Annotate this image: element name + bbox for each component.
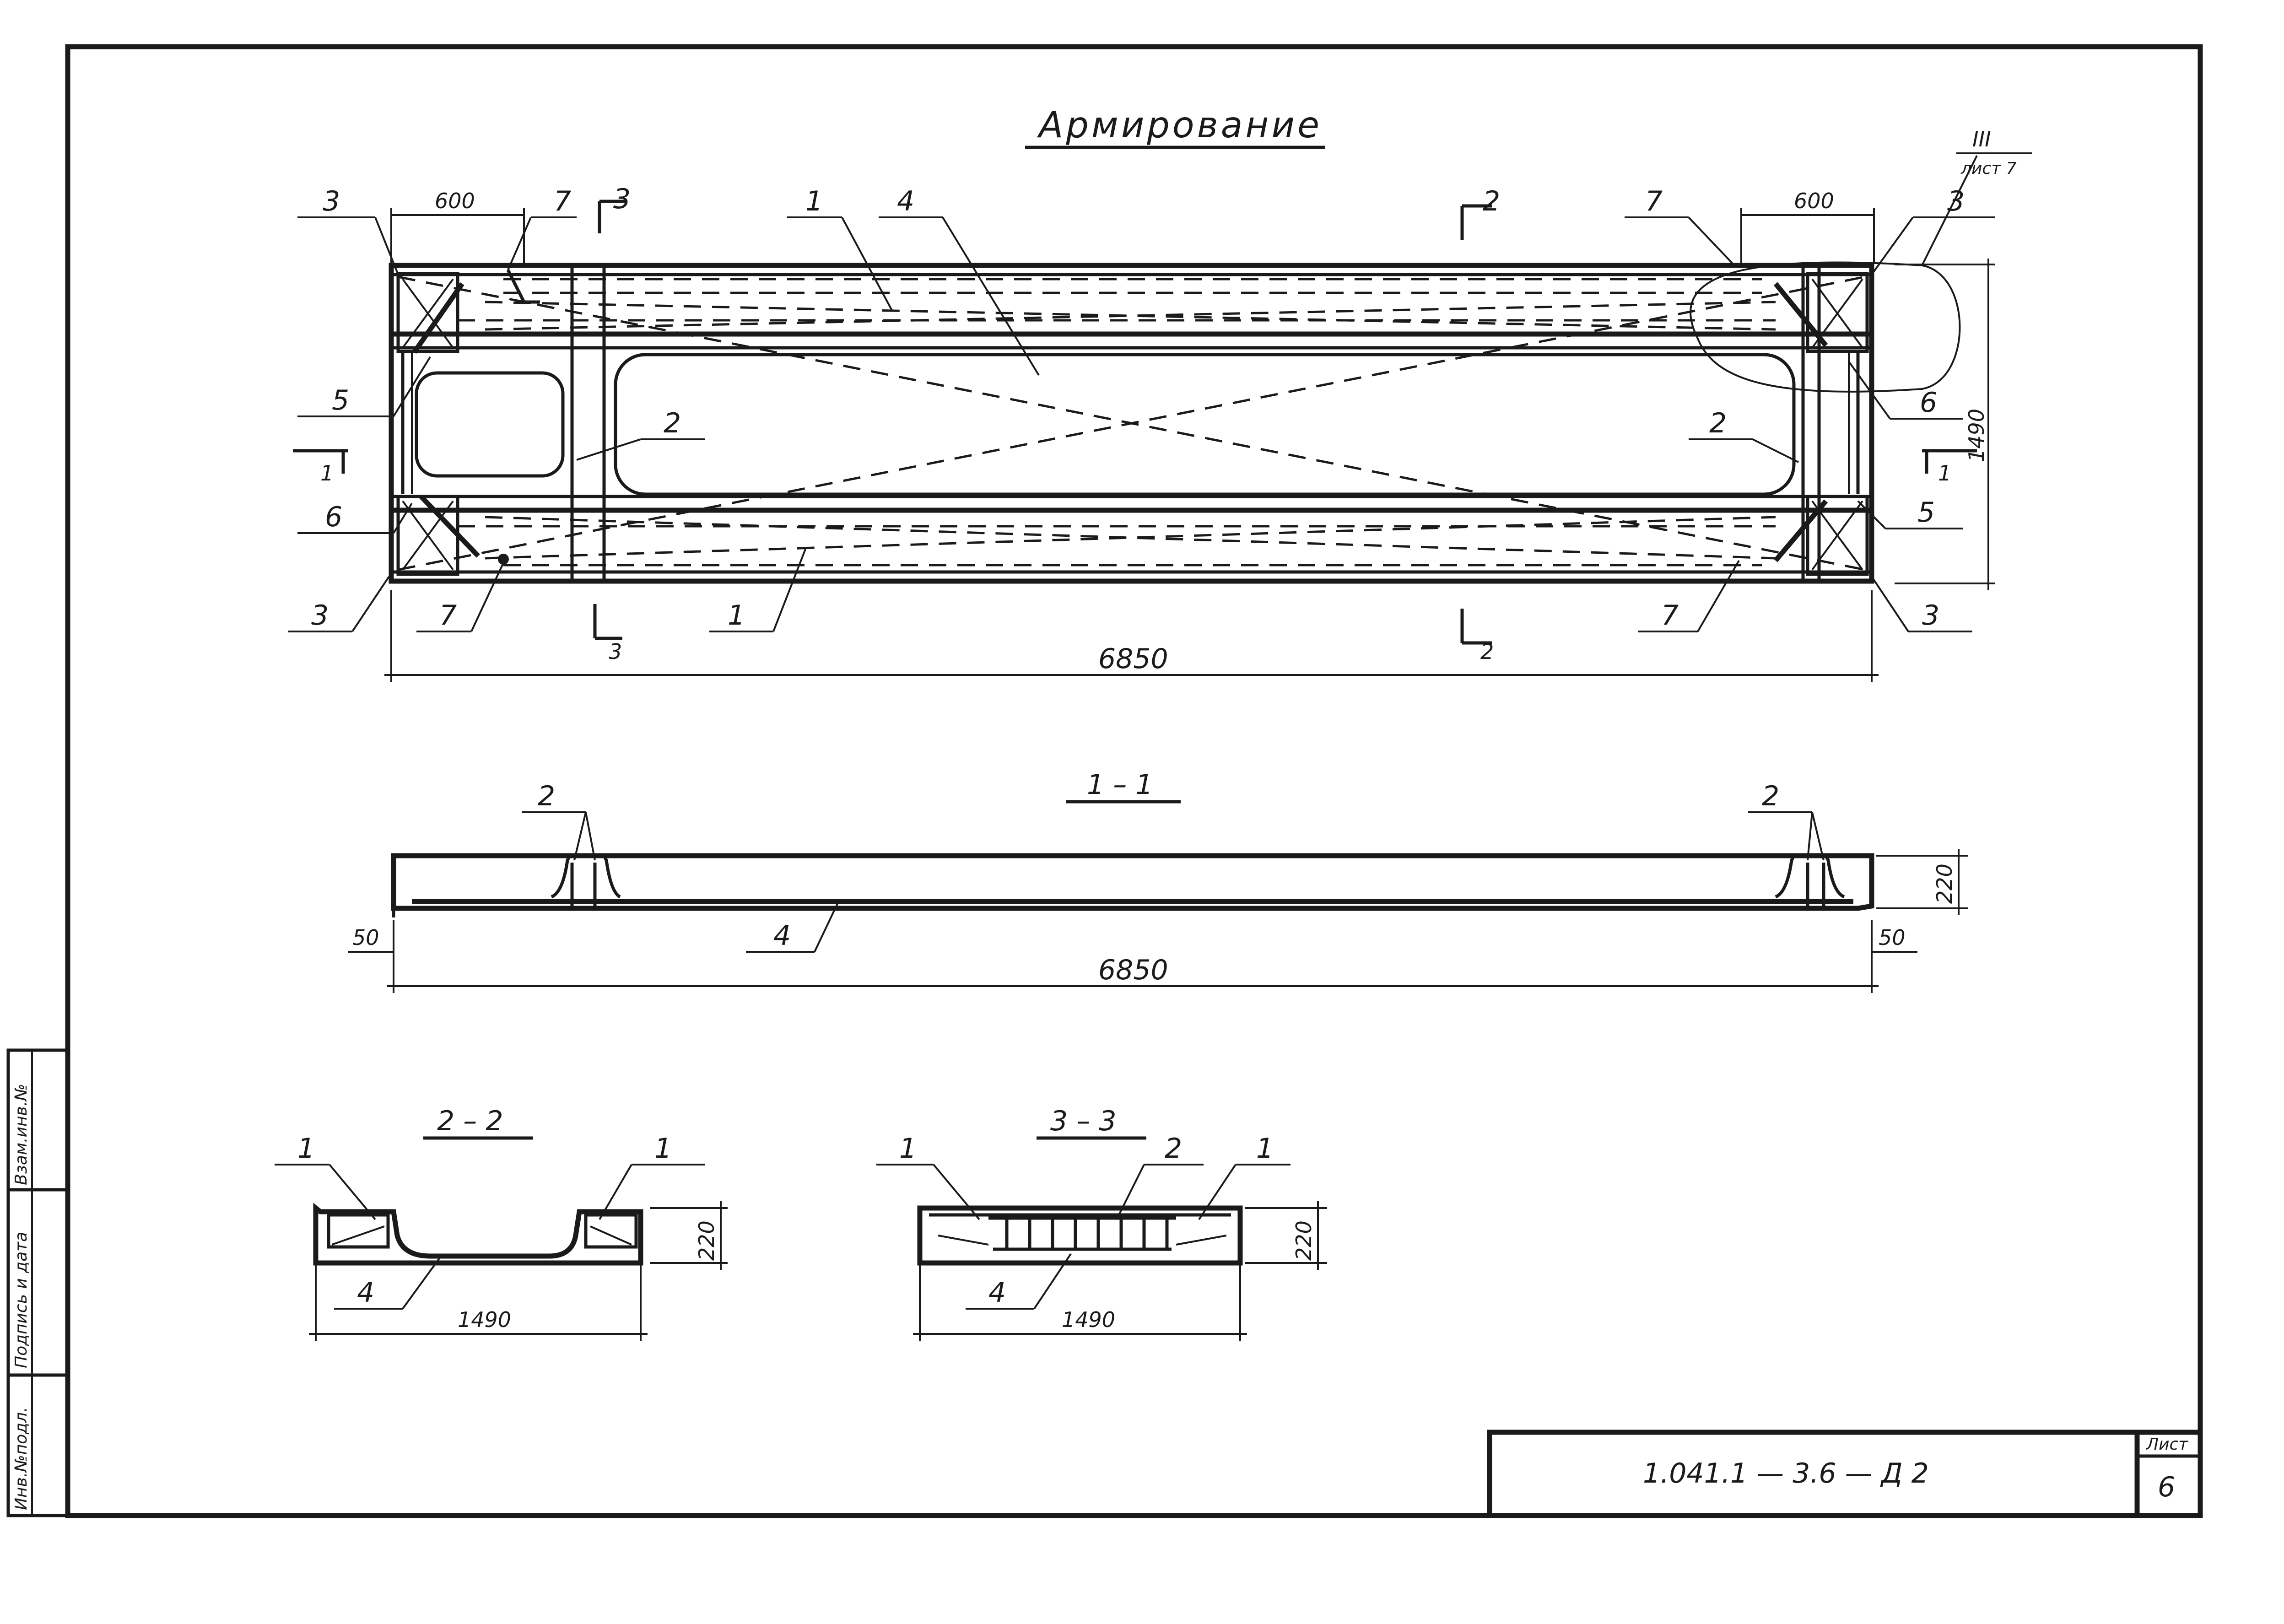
callout-sheet-ref: лист 7 bbox=[1960, 159, 2017, 178]
title-text: Армирование bbox=[1037, 105, 1322, 146]
pos-6-right: 6 bbox=[1920, 387, 1937, 419]
s33-pos-4: 4 bbox=[988, 1277, 1006, 1309]
pos-2-right: 2 bbox=[1709, 407, 1727, 439]
plan-dimensions: 6850 600 600 1490 bbox=[384, 189, 1995, 682]
pos-7-top-right: 7 bbox=[1645, 185, 1663, 217]
s22-pos-1-right: 1 bbox=[654, 1133, 672, 1165]
pos-6-left: 6 bbox=[325, 501, 342, 533]
s33-height-dim: 220 bbox=[1291, 1220, 1316, 1261]
section-1-1: 1 – 1 6850 220 50 50 2 2 4 bbox=[348, 769, 1968, 993]
section-2-2-title: 2 – 2 bbox=[437, 1105, 503, 1137]
s11-height-dim: 220 bbox=[1932, 863, 1957, 904]
side-stamp: Взам.инв.№ Подпись и дата Инв.№подл. bbox=[6, 1048, 70, 1517]
pos-1-bottom: 1 bbox=[728, 599, 745, 631]
pos-3-bottom-left: 3 bbox=[311, 599, 329, 631]
stamp-replace-no: Взам.инв.№ bbox=[12, 1084, 31, 1185]
section-3-3: 3 – 3 1490 220 1 2 1 4 bbox=[876, 1105, 1327, 1341]
title-block-sheet-no: 6 bbox=[2158, 1471, 2175, 1503]
pos-1-top: 1 bbox=[805, 185, 823, 217]
s22-height-dim: 220 bbox=[694, 1220, 719, 1261]
plan-length-dim: 6850 bbox=[1098, 643, 1168, 675]
s33-pos-1-right: 1 bbox=[1256, 1133, 1274, 1165]
s22-pos-4: 4 bbox=[357, 1277, 374, 1309]
plan-view bbox=[389, 261, 1961, 584]
pos-3-bottom-right: 3 bbox=[1922, 599, 1939, 631]
s11-pos-4: 4 bbox=[773, 920, 791, 952]
pos-7-top-left: 7 bbox=[554, 185, 571, 217]
pos-2-left: 2 bbox=[664, 407, 681, 439]
pos-7-bottom-right: 7 bbox=[1661, 599, 1679, 631]
plan-width-dim: 1490 bbox=[1964, 409, 1989, 462]
pos-7-bottom-left: 7 bbox=[439, 599, 457, 631]
callout-detail-no: III bbox=[1972, 127, 1991, 151]
title-block: 1.041.1 — 3.6 — Д 2 Лист 6 bbox=[1487, 1430, 2203, 1518]
s22-width-dim: 1490 bbox=[458, 1307, 511, 1332]
s11-length-dim: 6850 bbox=[1098, 954, 1168, 986]
plan-endzone-right-dim: 600 bbox=[1794, 189, 1834, 213]
sheet-frame bbox=[65, 44, 2203, 1518]
section-2-2: 2 – 2 1490 220 1 1 4 bbox=[275, 1105, 728, 1341]
pos-5-left: 5 bbox=[332, 384, 349, 416]
pos-5-right: 5 bbox=[1917, 496, 1935, 529]
cut-3-top: 3 bbox=[613, 183, 631, 215]
pos-4-top: 4 bbox=[897, 185, 914, 217]
cut-1-left: 1 bbox=[320, 461, 334, 486]
s33-pos-2: 2 bbox=[1165, 1133, 1182, 1165]
s11-edge-right: 50 bbox=[1879, 925, 1906, 950]
s33-pos-1-left: 1 bbox=[899, 1133, 917, 1165]
s22-pos-1-left: 1 bbox=[297, 1133, 315, 1165]
section-3-3-title: 3 – 3 bbox=[1050, 1105, 1117, 1137]
cut-2-top: 2 bbox=[1483, 185, 1500, 217]
cut-3-bottom: 3 bbox=[609, 639, 622, 664]
detail-callout: III лист 7 bbox=[1921, 127, 2032, 266]
s11-pos-2-left: 2 bbox=[538, 780, 555, 812]
cut-1-right: 1 bbox=[1938, 461, 1951, 486]
cut-2-bottom: 2 bbox=[1480, 639, 1494, 664]
plan-section-marks: 3 3 2 2 1 1 bbox=[293, 183, 1977, 664]
title-block-sheet-label: Лист bbox=[2145, 1435, 2188, 1454]
plan-position-marks: 3 7 1 4 7 3 5 2 6 2 6 5 3 7 1 7 3 bbox=[288, 185, 1995, 632]
plan-endzone-left-dim: 600 bbox=[435, 189, 475, 213]
s33-width-dim: 1490 bbox=[1062, 1307, 1115, 1332]
s11-edge-left: 50 bbox=[352, 925, 379, 950]
drawing-title: Армирование bbox=[1025, 105, 1325, 149]
section-1-1-title: 1 – 1 bbox=[1087, 769, 1153, 801]
stamp-sign-date: Подпись и дата bbox=[12, 1232, 31, 1368]
title-block-code: 1.041.1 — 3.6 — Д 2 bbox=[1643, 1457, 1929, 1489]
pos-3-top-left: 3 bbox=[323, 185, 340, 217]
stamp-inv-no: Инв.№подл. bbox=[12, 1407, 31, 1510]
s11-pos-2-right: 2 bbox=[1762, 780, 1779, 812]
pos-3-top-right: 3 bbox=[1947, 185, 1965, 217]
